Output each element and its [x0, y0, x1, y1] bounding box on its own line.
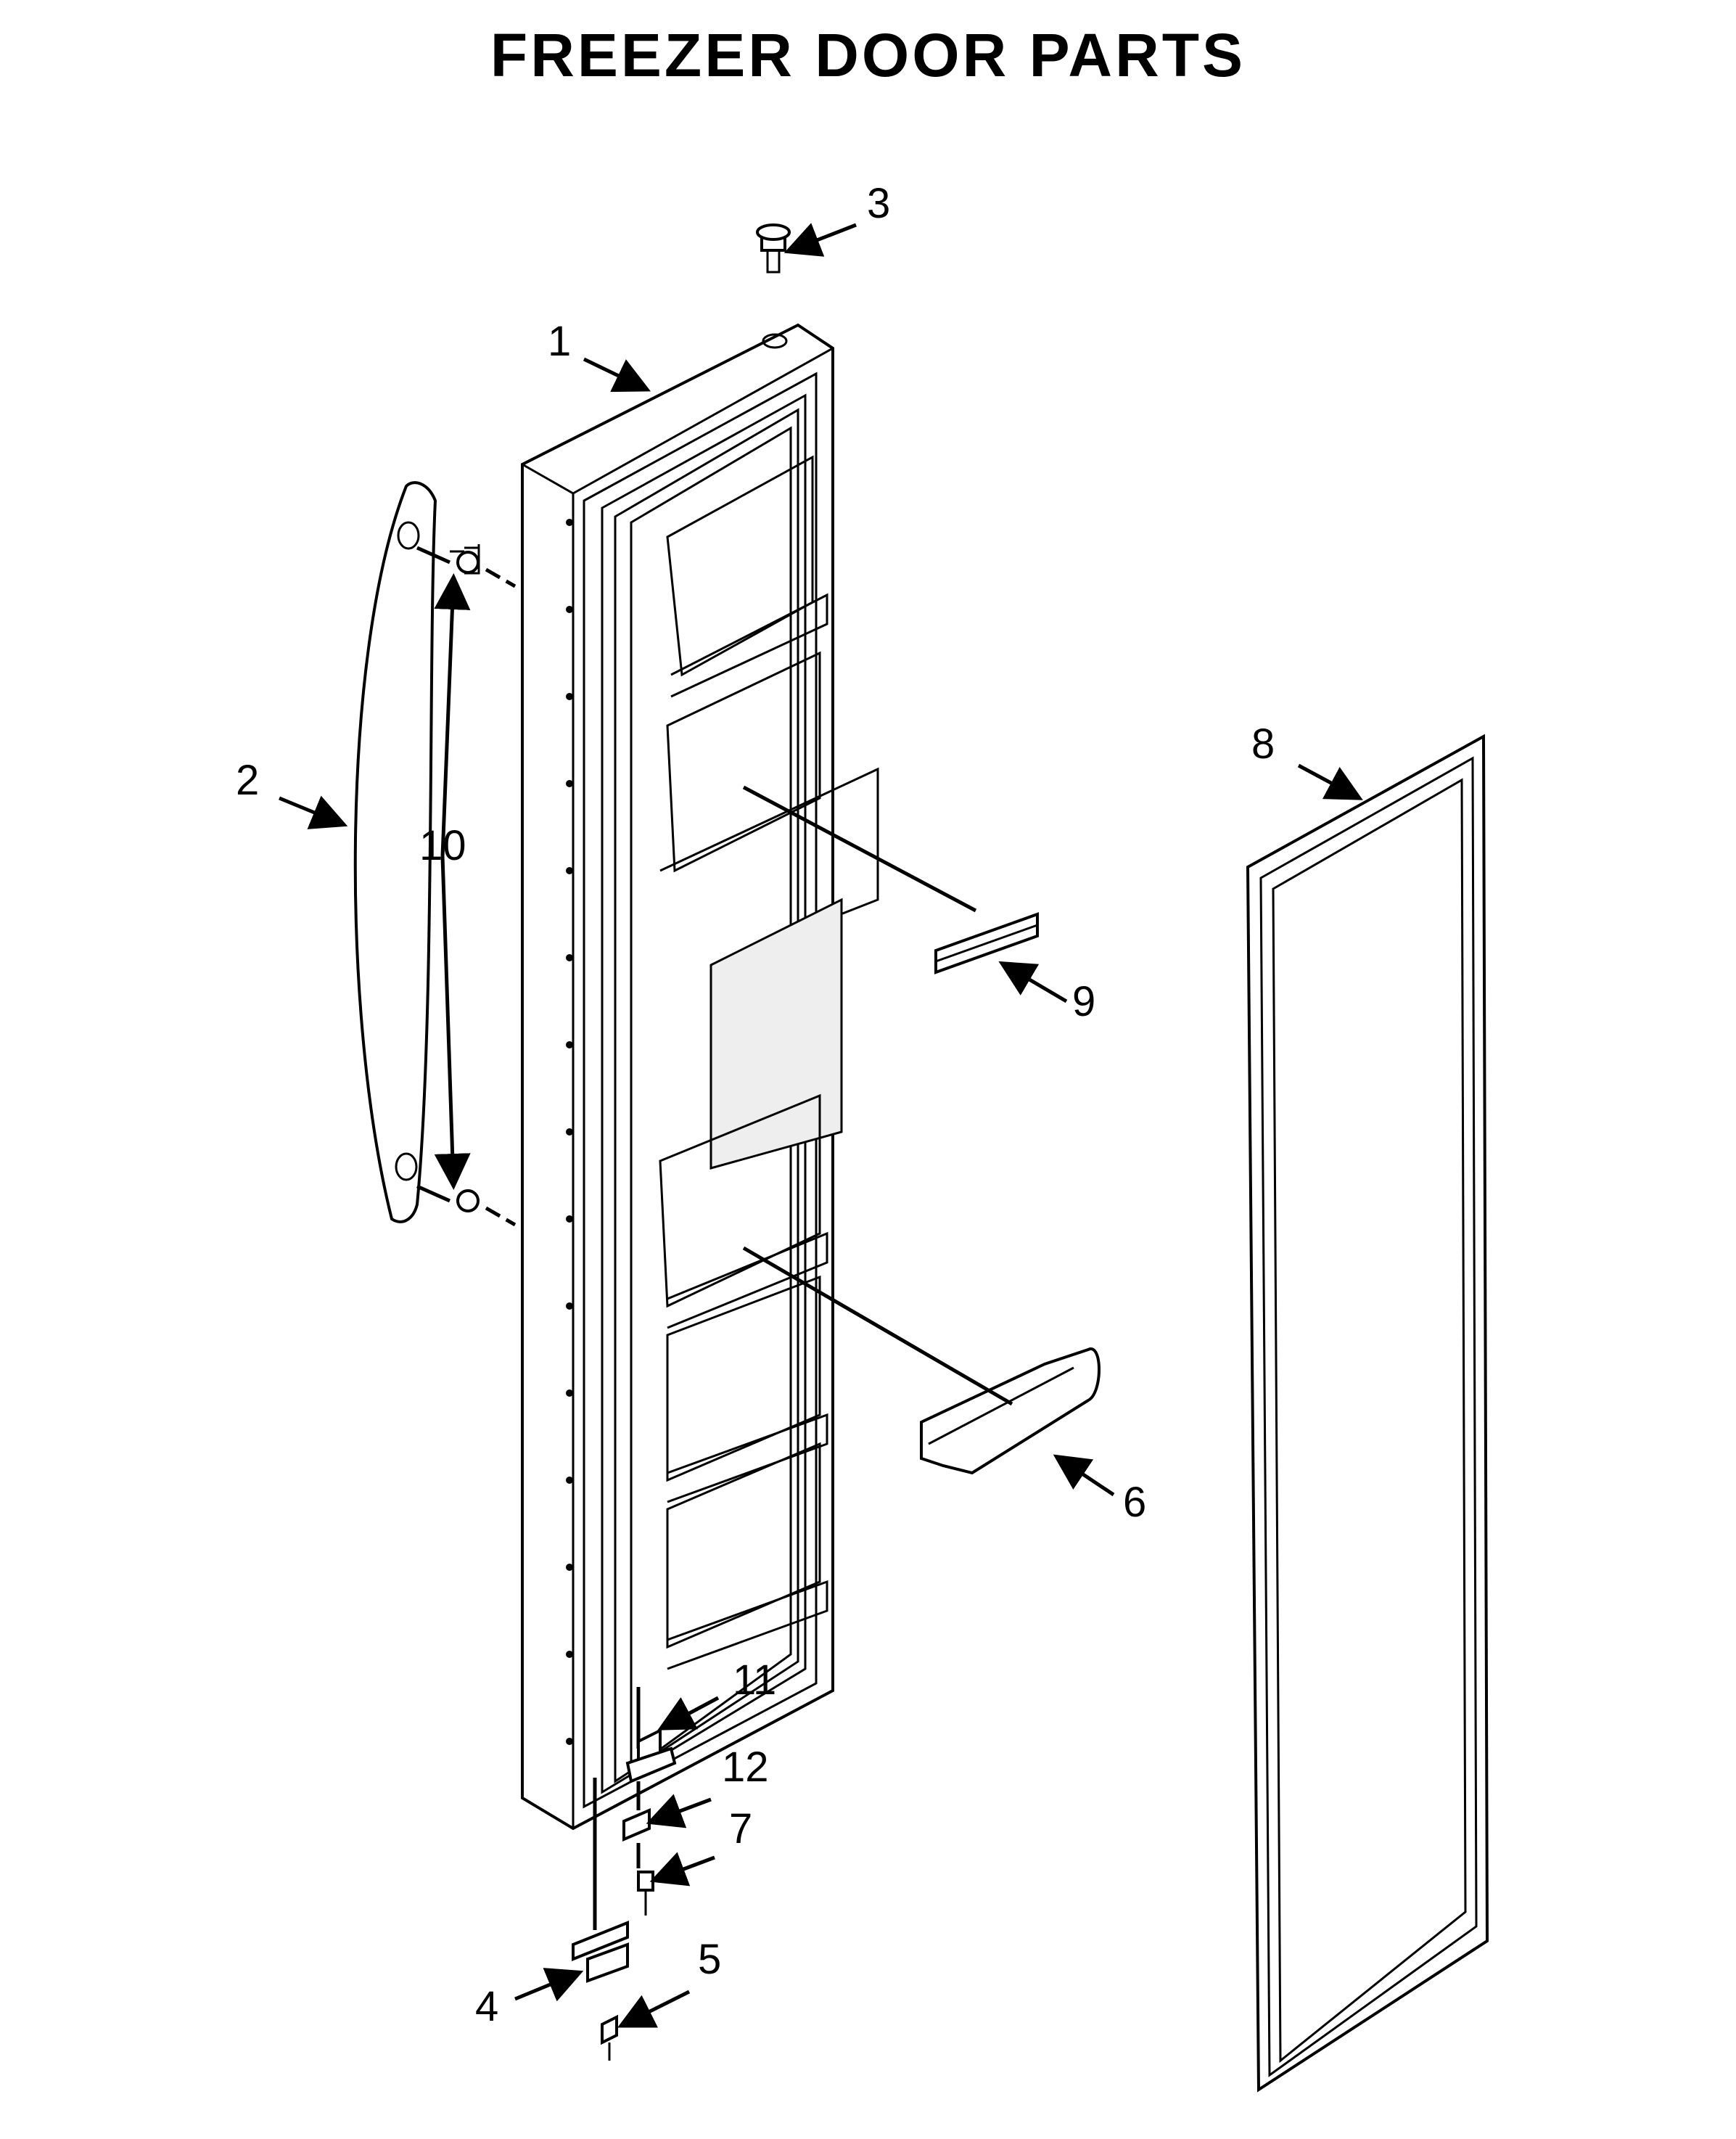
door-handle	[353, 481, 437, 1223]
callout-8: 8	[1251, 720, 1275, 768]
callout-2: 2	[236, 757, 259, 804]
bottom-hinge-hardware	[572, 1687, 677, 2061]
callout-labels: 1 2 3 4 5 6 7 8 9 10 11 12	[236, 180, 1275, 2030]
callout-9: 9	[1072, 978, 1095, 1025]
callout-5: 5	[698, 1936, 721, 1983]
leader-lines	[279, 223, 1363, 2028]
callout-10: 10	[419, 822, 466, 869]
callout-1: 1	[548, 318, 571, 365]
door-bin	[742, 1246, 1101, 1475]
door-fasteners	[566, 519, 573, 1745]
callout-12: 12	[722, 1744, 769, 1791]
diagram-title: FREEZER DOOR PARTS	[490, 21, 1246, 89]
trim-strip	[742, 785, 1039, 974]
callout-3: 3	[867, 180, 890, 227]
callout-4: 4	[475, 1983, 498, 2030]
handle-studs	[416, 544, 517, 1227]
freezer-door	[521, 323, 879, 1831]
callout-6: 6	[1123, 1479, 1146, 1526]
door-gasket	[1246, 734, 1489, 2093]
callout-11: 11	[733, 1656, 776, 1704]
top-hinge-cap	[756, 223, 791, 274]
door-shelves	[659, 455, 879, 1670]
callout-7: 7	[729, 1805, 752, 1852]
